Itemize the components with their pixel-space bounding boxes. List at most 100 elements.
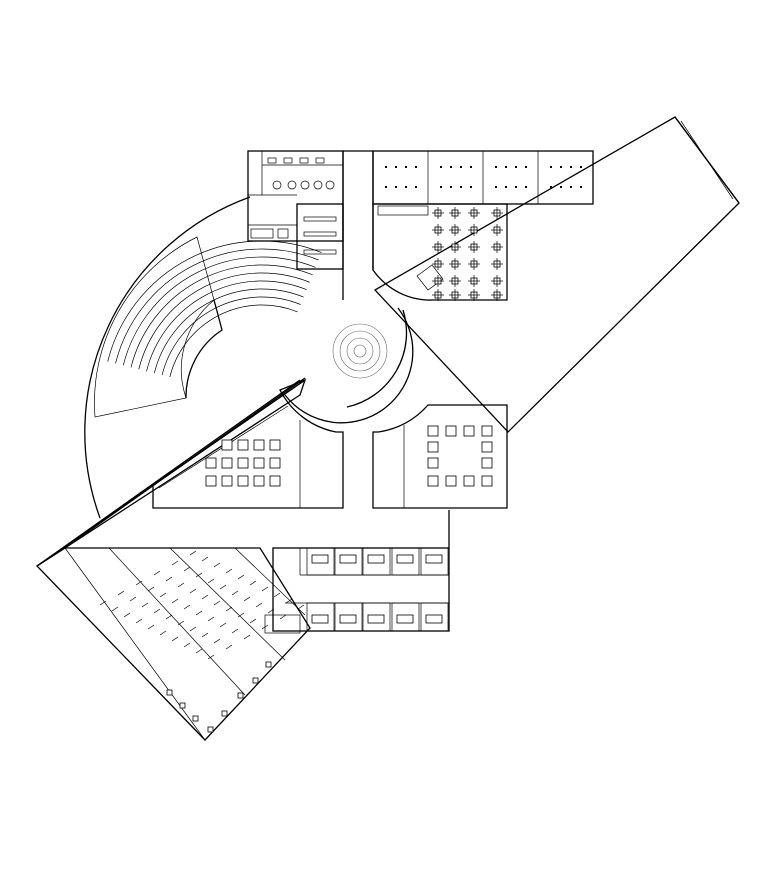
workstation: [269, 475, 281, 487]
seat: [249, 580, 257, 586]
seat: [273, 592, 281, 598]
seat: [195, 648, 203, 654]
seat-row: [169, 304, 298, 378]
workstation: [221, 475, 233, 487]
desk-mark: [460, 166, 462, 168]
room: [420, 547, 449, 576]
seat: [153, 608, 161, 614]
seat: [195, 610, 203, 616]
seat: [165, 576, 173, 582]
seat: [171, 560, 179, 566]
seat: [183, 566, 191, 572]
lecture-hall: [35, 547, 311, 741]
desk-mark: [495, 186, 497, 188]
workstation: [445, 475, 457, 487]
room: [362, 602, 391, 632]
fixture: [299, 157, 309, 164]
seat-row: [138, 272, 310, 370]
workstation: [221, 457, 233, 469]
seat: [189, 588, 197, 594]
seat-row: [115, 248, 319, 364]
seat: [99, 600, 107, 606]
seat: [183, 642, 191, 648]
seat-row: [130, 264, 313, 368]
fixture: [300, 180, 310, 190]
desk-mark: [525, 186, 527, 188]
seat: [183, 604, 191, 610]
seat: [195, 572, 203, 578]
seat: [153, 570, 161, 576]
workstation: [253, 475, 265, 487]
seat: [285, 598, 293, 604]
desk: [396, 554, 414, 564]
workstation: [253, 439, 265, 451]
seat-row: [153, 288, 304, 374]
seat: [201, 594, 209, 600]
workstation: [481, 475, 493, 487]
workstation: [269, 457, 281, 469]
desk-mark: [515, 166, 517, 168]
desk-mark: [505, 166, 507, 168]
desk-mark: [550, 166, 552, 168]
desk-mark: [550, 186, 552, 188]
desk: [221, 710, 228, 717]
desk-mark: [570, 166, 572, 168]
room: [334, 547, 363, 576]
seat: [189, 626, 197, 632]
workstation: [445, 425, 457, 437]
seat: [225, 606, 233, 612]
seat: [243, 634, 251, 640]
seat-row: [146, 280, 307, 372]
desk-mark: [450, 186, 452, 188]
seat: [231, 628, 239, 634]
seat: [171, 636, 179, 642]
fixture: [283, 157, 293, 164]
desk-mark: [580, 166, 582, 168]
platform: [264, 614, 301, 634]
seat: [219, 622, 227, 628]
rotunda: [284, 307, 414, 424]
workstation: [237, 439, 249, 451]
desk: [311, 614, 329, 624]
workstation: [427, 475, 439, 487]
south-east-block: [272, 510, 450, 632]
seat: [207, 616, 215, 622]
workstation: [481, 441, 493, 453]
desk: [237, 692, 244, 699]
desk: [252, 677, 259, 684]
seat: [147, 624, 155, 630]
desk-mark: [460, 186, 462, 188]
fixture: [272, 180, 282, 190]
desk: [265, 661, 272, 668]
seat: [249, 618, 257, 624]
seat: [225, 568, 233, 574]
seat: [207, 578, 215, 584]
fixture: [313, 180, 323, 190]
seat: [141, 602, 149, 608]
desk: [396, 614, 414, 624]
north-corridor: [342, 150, 374, 300]
seat: [201, 556, 209, 562]
seat: [159, 630, 167, 636]
seat: [207, 654, 215, 660]
workstation: [481, 425, 493, 437]
desk-mark: [515, 186, 517, 188]
desk-mark: [405, 186, 407, 188]
seat: [117, 590, 125, 596]
seat-row: [107, 240, 322, 362]
seat: [213, 562, 221, 568]
workstation: [481, 457, 493, 469]
room: [306, 602, 335, 632]
room: [306, 547, 335, 576]
desk-mark: [440, 166, 442, 168]
desk-mark: [385, 166, 387, 168]
desk-mark: [495, 166, 497, 168]
workstation: [205, 475, 217, 487]
seat: [135, 580, 143, 586]
room: [362, 547, 391, 576]
workstation: [427, 425, 439, 437]
dining-hall: [372, 203, 508, 301]
room: [334, 602, 363, 632]
seat: [219, 584, 227, 590]
seat: [201, 632, 209, 638]
